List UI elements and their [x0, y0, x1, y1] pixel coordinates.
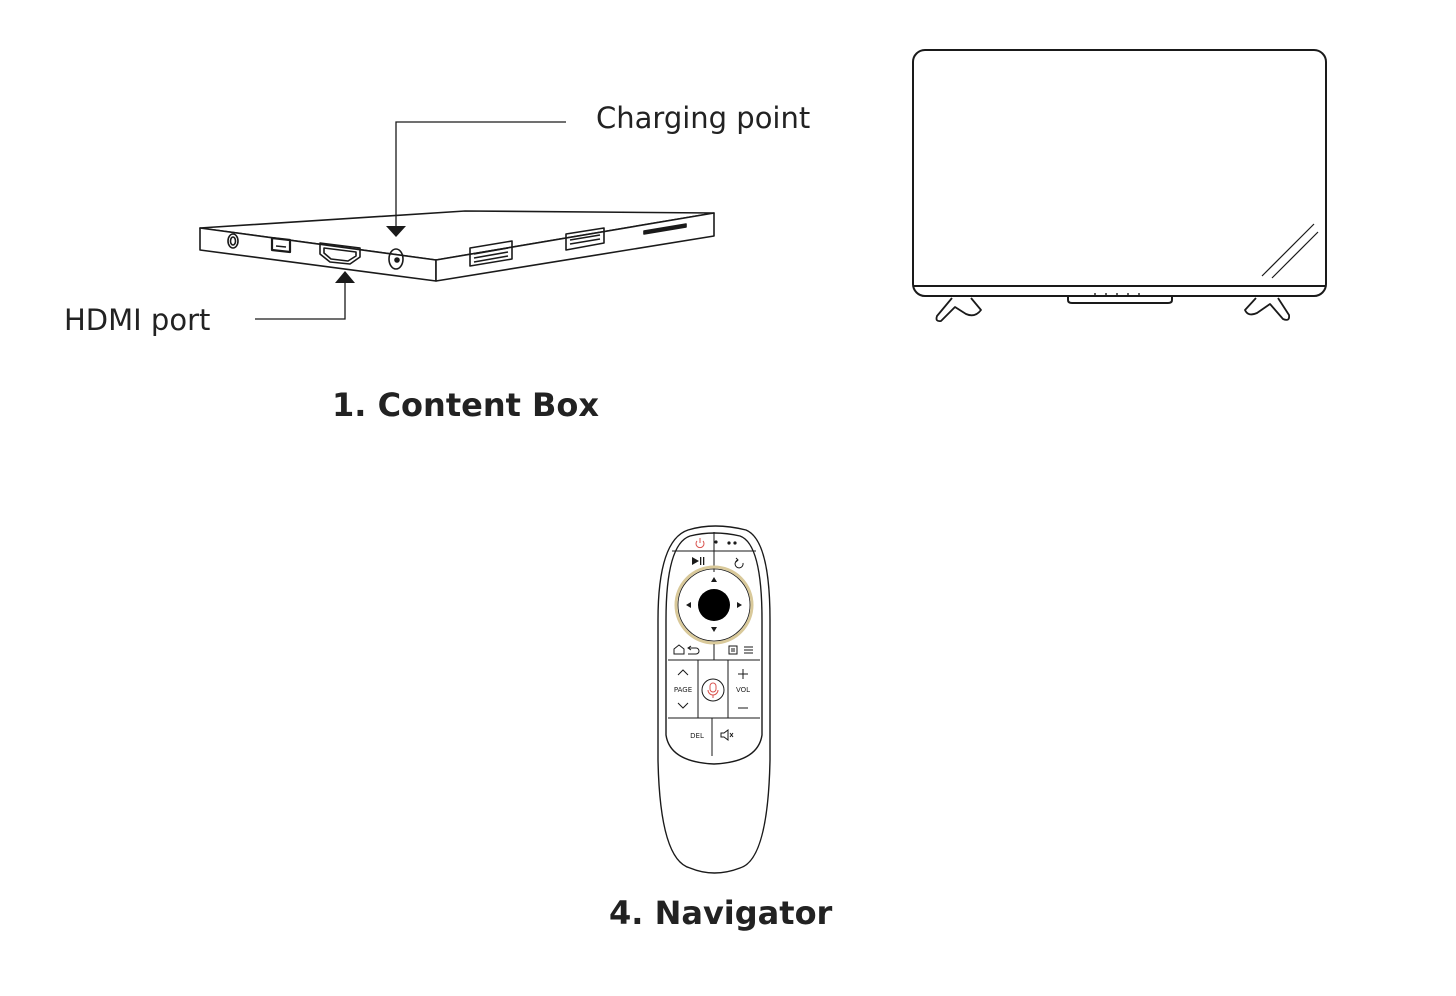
menu-icon[interactable]: [744, 646, 753, 654]
page-label: PAGE: [674, 686, 692, 694]
charging-port-icon: [388, 248, 404, 270]
tv-indicator-dots: [1094, 293, 1140, 296]
dpad-ring[interactable]: [674, 565, 754, 645]
power-icon[interactable]: [695, 538, 705, 549]
charging-point-label: Charging point: [596, 101, 811, 135]
mute-icon[interactable]: [720, 729, 734, 741]
refresh-icon[interactable]: [734, 557, 744, 569]
audio-jack-icon: [227, 233, 239, 249]
ethernet-port-icon: [270, 236, 292, 254]
back-icon[interactable]: [687, 645, 700, 655]
del-label: DEL: [690, 732, 704, 740]
card-slot-icon: [643, 223, 687, 235]
dots-icon[interactable]: [714, 540, 737, 545]
tv-leg-right: [1244, 297, 1291, 321]
hdmi-port-icon: [319, 242, 361, 265]
tv-illustration: [912, 49, 1327, 323]
hdmi-port-label: HDMI port: [64, 303, 211, 337]
page-down-icon[interactable]: [677, 702, 689, 709]
usb-port-icon: [469, 240, 513, 267]
ok-button[interactable]: [698, 589, 730, 621]
settings-icon[interactable]: [728, 645, 738, 655]
vol-label: VOL: [736, 686, 750, 694]
page-up-icon[interactable]: [677, 669, 689, 676]
hdmi-port-callout: [255, 271, 355, 320]
navigator-caption: 4. Navigator: [609, 894, 833, 932]
play-pause-icon[interactable]: [692, 557, 705, 565]
home-icon[interactable]: [673, 644, 685, 655]
screen-glare: [1261, 223, 1319, 279]
mic-icon: [707, 682, 719, 698]
dpad-arrows[interactable]: [686, 577, 742, 632]
navigator-remote: [657, 525, 771, 874]
content-box-caption: 1. Content Box: [332, 386, 600, 424]
mic-button[interactable]: [701, 678, 725, 702]
vol-up-icon[interactable]: [738, 669, 748, 679]
usb-port-icon: [565, 227, 605, 251]
tv-leg-left: [935, 297, 982, 323]
charging-point-callout: [386, 121, 566, 237]
content-box-device: [199, 210, 715, 282]
